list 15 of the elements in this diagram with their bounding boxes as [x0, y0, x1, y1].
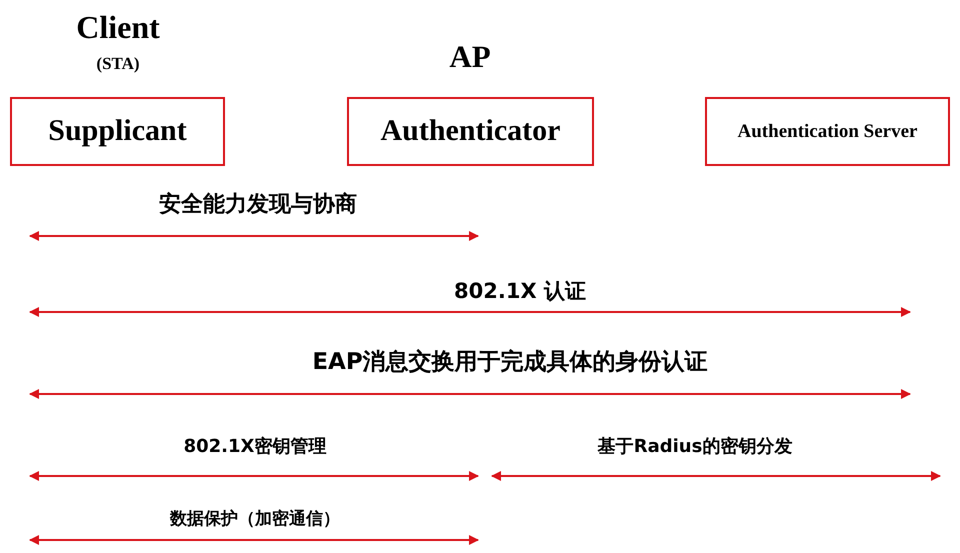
span-label: 数据保护（加密通信）	[170, 509, 340, 530]
span-label: 基于Radius的密钥分发	[598, 436, 792, 458]
entity-box	[10, 97, 225, 166]
span-label: 802.1X密钥管理	[184, 436, 326, 458]
entity-name: Supplicant	[48, 114, 187, 149]
entity-box	[705, 97, 950, 166]
span-label: EAP消息交换用于完成具体的身份认证	[312, 349, 708, 377]
role-heading: (STA)	[96, 55, 140, 74]
entity-name: Authenticator	[380, 114, 560, 149]
entity-name: Authentication Server	[738, 120, 918, 142]
span-label: 安全能力发现与协商	[159, 192, 357, 218]
span-label: 802.1X 认证	[454, 279, 586, 304]
role-heading: AP	[449, 40, 491, 74]
role-heading: Client	[76, 10, 160, 46]
entity-box	[347, 97, 594, 166]
